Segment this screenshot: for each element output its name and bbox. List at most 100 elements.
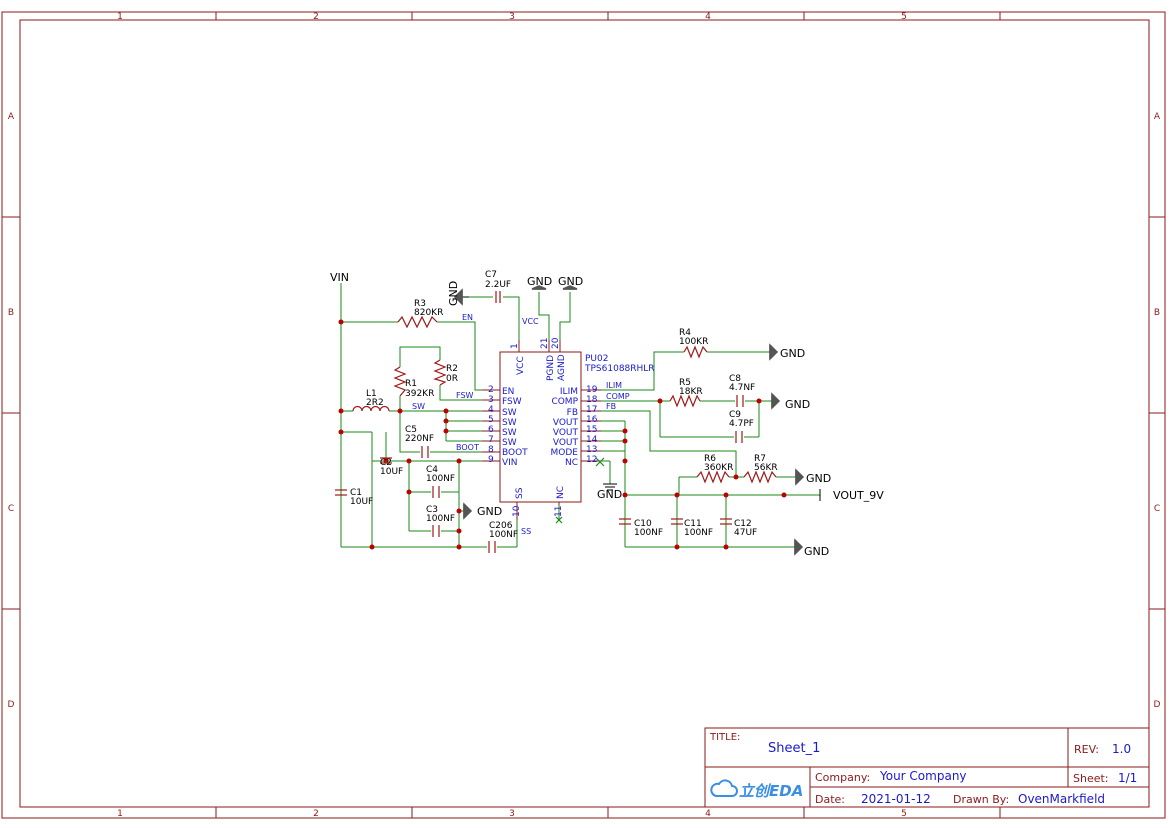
row-label-left-b: B	[8, 308, 14, 318]
gnd-label: GND	[785, 398, 810, 411]
gnd-icon	[795, 468, 805, 486]
ic-tps61088: PU02 TPS61088RHLR 2 EN 3 FSW 4 SW 5 SW 6…	[482, 337, 655, 520]
drawn-value: OvenMarkfield	[1018, 792, 1105, 806]
r5-body	[669, 394, 701, 408]
r3-value: 820KR	[414, 308, 443, 318]
r7-value: 56KR	[754, 463, 778, 473]
earth-gnd-icon	[603, 483, 617, 491]
pin-num: 19	[586, 385, 598, 395]
c2-value: 10UF	[380, 467, 403, 477]
c206-ref: C206	[489, 521, 513, 531]
ic-part: TPS61088RHLR	[584, 364, 655, 374]
r2-value: 0R	[446, 374, 458, 384]
r1-ref: R1	[405, 379, 417, 389]
r5-ref: R5	[679, 378, 691, 388]
pin-num: 12	[586, 455, 597, 465]
sheet-title: Sheet_1	[768, 741, 820, 756]
pin-num: 16	[586, 415, 598, 425]
rev-label: REV:	[1074, 743, 1099, 756]
cloud-logo-icon	[710, 779, 738, 797]
company-label: Company:	[815, 771, 870, 784]
r3-ref: R3	[414, 299, 426, 309]
col-label-top-4: 4	[705, 12, 711, 22]
pin-num: 20	[551, 337, 561, 349]
c11-value: 100NF	[684, 528, 713, 538]
r6-body	[696, 470, 730, 484]
gnd-label: GND	[558, 275, 583, 288]
drawn-label: Drawn By:	[953, 793, 1009, 806]
col-label-bottom-5: 5	[901, 809, 907, 819]
r2-body	[433, 359, 447, 386]
col-label-bottom-3: 3	[509, 809, 515, 819]
gnd-icon	[794, 538, 804, 556]
pin-name: VOUT	[553, 418, 579, 428]
drawing-frame	[1, 11, 1166, 819]
row-label-right-b: B	[1154, 308, 1160, 318]
gnd-icon	[562, 285, 578, 290]
col-label-top-1: 1	[117, 12, 123, 22]
gnd-label: GND	[804, 545, 829, 558]
pin-name: COMP	[551, 397, 578, 407]
l1-ref: L1	[366, 389, 377, 399]
net-fsw: FSW	[456, 391, 474, 400]
c10-value: 100NF	[634, 528, 663, 538]
title-block: TITLE: Sheet_1 REV: 1.0 Company: Your Co…	[704, 727, 1150, 808]
row-label-left-d: D	[8, 700, 15, 710]
c1-value: 10UF	[350, 497, 373, 507]
ground-symbols	[453, 285, 805, 556]
sheet-value: 1/1	[1118, 771, 1137, 785]
junction-dots	[338, 319, 787, 550]
pin-num: 1	[510, 343, 520, 349]
pin-name: NC	[556, 486, 566, 499]
resistors	[393, 315, 777, 484]
pin-name: AGND	[557, 354, 567, 381]
pin-name: PGND	[546, 355, 556, 381]
c4-ref: C4	[426, 465, 438, 475]
no-connect-markers	[555, 457, 605, 524]
c7-value: 2.2UF	[485, 280, 511, 290]
pin-num: 6	[488, 425, 494, 435]
gnd-icon	[769, 343, 779, 361]
pin-name: VCC	[516, 356, 526, 375]
net-sw: SW	[412, 402, 425, 411]
r1-body	[393, 366, 407, 397]
c12-ref: C12	[734, 519, 752, 529]
pin-name: NC	[565, 458, 578, 468]
c3-ref: C3	[426, 505, 438, 515]
r5-value: 18KR	[679, 387, 703, 397]
gnd-label: GND	[477, 505, 502, 518]
pin-name: FSW	[502, 397, 522, 407]
pin-num: 8	[488, 445, 494, 455]
c2-ref: C2	[380, 458, 392, 468]
net-comp: COMP	[606, 392, 630, 401]
pin-name: BOOT	[502, 448, 528, 458]
pin-num: 10	[512, 505, 522, 517]
pin-name: MODE	[551, 448, 579, 458]
pin-name: SW	[502, 408, 517, 418]
frame-labels: 1 2 3 4 5 1 2 3 4 5 A B C D A B C D	[8, 12, 1161, 819]
pin-name: SW	[502, 428, 517, 438]
c4-value: 100NF	[426, 474, 455, 484]
c10-ref: C10	[634, 519, 652, 529]
c5-value: 220NF	[405, 434, 434, 444]
l1-value: 2R2	[366, 398, 384, 408]
rev-value: 1.0	[1112, 742, 1131, 756]
r7-ref: R7	[754, 454, 766, 464]
row-label-right-d: D	[1154, 700, 1161, 710]
gnd-label: GND	[447, 281, 460, 306]
row-label-left-a: A	[8, 112, 15, 122]
col-label-bottom-1: 1	[117, 809, 123, 819]
c9-value: 4.7PF	[729, 419, 754, 429]
gnd-icon	[531, 285, 547, 290]
col-label-bottom-2: 2	[313, 809, 319, 819]
net-ss: SS	[521, 527, 531, 536]
net-ilim: ILIM	[606, 381, 622, 390]
gnd-label: GND	[780, 347, 805, 360]
row-label-left-c: C	[8, 504, 14, 514]
ic-ref: PU02	[585, 354, 608, 364]
gnd-label: GND	[527, 275, 552, 288]
c11-ref: C11	[684, 519, 702, 529]
r4-ref: R4	[679, 328, 691, 338]
c8-ref: C8	[729, 374, 741, 384]
row-label-right-a: A	[1154, 112, 1161, 122]
